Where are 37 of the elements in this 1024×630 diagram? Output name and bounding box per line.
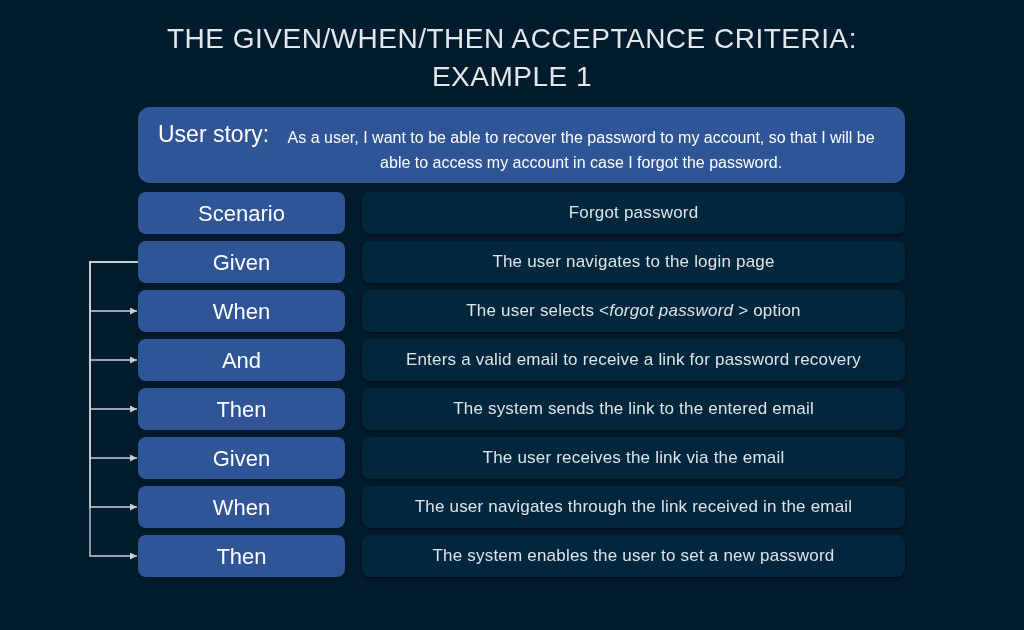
keyword-box — [138, 339, 345, 381]
keyword-text: Then — [216, 395, 267, 424]
user-story-panel — [138, 107, 905, 183]
story-text: As a user, I want to be able to recover the password to my account, so that I will be able to access my account in case I forgot the password. — [286, 128, 876, 173]
step-text: Enters a valid email to receive a link for password recovery — [405, 349, 862, 372]
step-box — [362, 535, 905, 577]
step-box — [362, 388, 905, 430]
step-text: The user receives the link via the email — [482, 447, 785, 470]
step-box — [362, 437, 905, 479]
keyword-text: Given — [212, 248, 271, 277]
title: THE GIVEN/WHEN/THEN ACCEPTANCE CRITERIA: EXAMPLE 1 — [166, 22, 858, 94]
step-box — [362, 241, 905, 283]
connector-arrow — [89, 261, 139, 560]
step-box — [362, 290, 905, 332]
keyword-box — [138, 290, 345, 332]
keyword-text: Given — [212, 444, 271, 473]
keyword-text: And — [221, 346, 262, 375]
keyword-box — [138, 437, 345, 479]
step-text: The system enables the user to set a new password — [432, 545, 835, 568]
story-heading: User story: — [158, 120, 270, 148]
step-box — [362, 339, 905, 381]
step-text: The user navigates through the link received in the email — [414, 496, 853, 519]
keyword-box — [138, 241, 345, 283]
keyword-box — [138, 486, 345, 528]
keyword-box — [138, 388, 345, 430]
keyword-box — [138, 535, 345, 577]
step-box — [362, 192, 905, 234]
keyword-text: Scenario — [198, 199, 285, 228]
keyword-text: Then — [216, 542, 267, 571]
keyword-box — [138, 192, 345, 234]
step-text: The system sends the link to the entered email — [453, 398, 814, 421]
keyword-text: When — [212, 493, 271, 522]
step-text: The user selects <forgot password > option — [466, 300, 801, 323]
keyword-text: When — [212, 297, 271, 326]
step-box — [362, 486, 905, 528]
step-text: Forgot password — [568, 202, 699, 225]
step-text: The user navigates to the login page — [492, 251, 775, 274]
